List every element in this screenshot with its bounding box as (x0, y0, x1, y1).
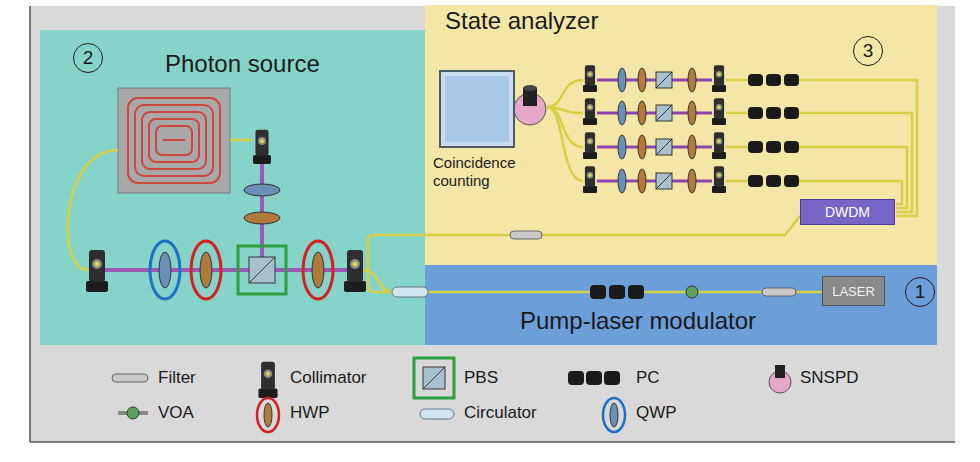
photon-source-panel: Photon source (40, 30, 425, 345)
legend-label: QWP (636, 403, 677, 423)
legend-label: HWP (290, 403, 330, 423)
pbs (249, 257, 275, 283)
legend-icons (112, 358, 791, 432)
callout-number: 1 (905, 277, 935, 307)
filter (762, 288, 796, 296)
dwdm-box: DWDM (800, 199, 895, 225)
laser-box: LASER (822, 276, 885, 306)
collimator (253, 130, 271, 164)
voa (686, 286, 698, 298)
legend-label: PC (636, 368, 660, 388)
hwp (244, 212, 280, 224)
callout-number: 2 (73, 43, 103, 73)
legend-label: Circulator (464, 403, 537, 423)
qwp (159, 252, 171, 288)
pc (609, 285, 625, 299)
pump-modulator-panel: Pump-laser modulator LASER (425, 265, 937, 345)
pc (590, 285, 606, 299)
filter (510, 231, 542, 239)
coincidence-monitor: Coincidence counting (433, 70, 537, 190)
legend-label: VOA (158, 403, 194, 423)
legend-label: Collimator (290, 368, 367, 388)
monitor-screen (439, 70, 515, 148)
hwp (312, 252, 324, 288)
collimator (344, 250, 366, 292)
legend-label: PBS (464, 368, 498, 388)
legend-label: SNSPD (800, 368, 859, 388)
monitor-caption: Coincidence counting (433, 154, 533, 190)
panel-heading: Pump-laser modulator (520, 307, 756, 335)
callout-number: 3 (853, 36, 883, 66)
state-analyzer-panel: State analyzerCoincidence countingDWDM (425, 5, 937, 265)
spiral-chip (118, 88, 230, 193)
box-label: LASER (832, 284, 875, 300)
hwp (200, 252, 212, 288)
panel-heading: Photon source (165, 50, 320, 78)
pc (628, 285, 644, 299)
qwp (244, 184, 280, 196)
box-label: DWDM (825, 204, 870, 221)
panel-heading: State analyzer (445, 7, 598, 35)
collimator (86, 250, 108, 292)
circulator (392, 287, 428, 297)
legend-label: Filter (158, 368, 196, 388)
